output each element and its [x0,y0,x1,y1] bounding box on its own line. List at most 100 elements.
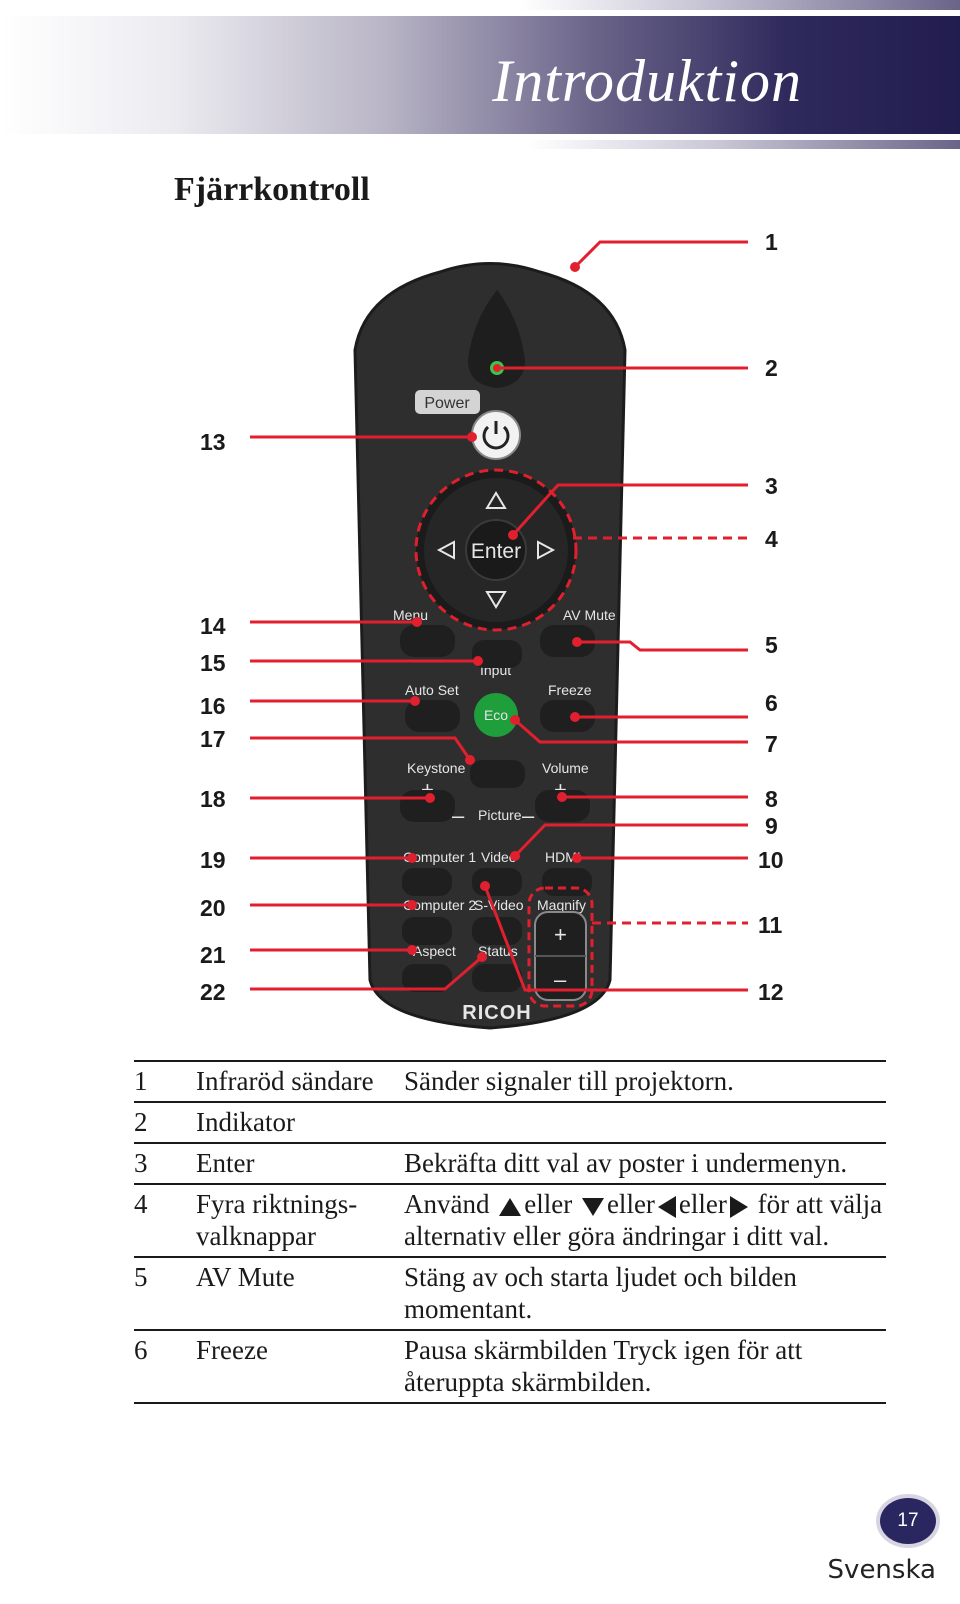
row-name: AV Mute [196,1262,295,1292]
row-desc: Sänder signaler till projektorn. [404,1066,734,1096]
callout-1: 1 [765,229,778,255]
auto-set-button [405,700,460,732]
menu-button [400,625,455,657]
video-label: Video [481,849,517,865]
left-triangle-icon [657,1195,676,1218]
computer1-button [402,868,452,896]
up-arrow-icon [485,491,507,509]
callout-20: 20 [200,895,226,921]
callout-9: 9 [765,813,778,839]
row-name: Enter [196,1148,255,1178]
computer1-label: Computer 1 [403,849,476,865]
callout-8: 8 [765,786,778,812]
callout-3: 3 [765,473,778,499]
volume-minus-icon: – [522,803,535,828]
callout-17: 17 [200,726,226,752]
desc-part: eller [606,1189,655,1219]
magnify-minus-icon: – [554,967,567,992]
table-row: 1 Infraröd sändare Sänder signaler till … [134,1061,886,1102]
enter-label: Enter [471,540,521,563]
brand-logo: RICOH [462,1002,531,1024]
status-button [472,964,522,992]
callout-5: 5 [765,632,778,658]
row-number: 6 [134,1335,148,1365]
callout-lines [250,240,748,992]
row-name: Infraröd sändare [196,1066,374,1096]
auto-set-label: Auto Set [405,682,459,698]
row-name: Indikator [196,1107,295,1137]
video-button [472,868,522,896]
callout-11: 11 [758,912,783,938]
keystone-top-button [470,760,525,788]
hdmi-button [542,868,592,896]
hdmi-label: HDMI [545,849,581,865]
table-row: 6 Freeze Pausa skärmbilden Tryck igen fö… [134,1330,886,1403]
eco-label: Eco [484,707,508,723]
up-triangle-icon [499,1197,522,1216]
right-arrow-icon [537,540,556,560]
callout-16: 16 [200,693,226,719]
freeze-button [540,700,595,732]
callout-10: 10 [758,847,784,873]
magnify-label: Magnify [537,897,586,913]
av-mute-button [540,625,595,657]
table-row: 3 Enter Bekräfta ditt val av poster i un… [134,1143,886,1184]
power-label-plate [415,390,480,414]
button-description-table: 1 Infraröd sändare Sänder signaler till … [134,1060,886,1404]
callout-18: 18 [200,786,226,812]
desc-part: Använd [404,1189,490,1219]
callout-14: 14 [200,613,226,639]
keystone-label: Keystone [407,760,466,776]
table-row: 2 Indikator [134,1102,886,1143]
s-video-label: S-Video [474,897,524,913]
callout-19: 19 [200,847,226,873]
keystone-minus-icon: – [452,803,465,828]
row-desc: Stäng av och starta ljudet och bilden mo… [404,1262,797,1324]
ir-window [468,290,525,388]
row-desc [404,1102,886,1143]
aspect-label: Aspect [413,943,456,959]
row-name: Fyra riktnings- valknappar [196,1189,358,1251]
row-number: 2 [134,1107,148,1137]
down-triangle-icon [581,1197,604,1216]
down-arrow-icon [485,591,507,609]
volume-label: Volume [542,760,589,776]
row-desc: Bekräfta ditt val av poster i undermenyn… [404,1148,848,1178]
callout-7: 7 [765,731,778,757]
header-band [0,16,960,134]
aspect-button [402,964,452,992]
power-label: Power [424,395,470,412]
callout-4: 4 [765,526,778,552]
magnify-plus-icon: + [554,922,567,947]
freeze-label: Freeze [548,682,592,698]
table-row: 5 AV Mute Stäng av och starta ljudet och… [134,1257,886,1330]
row-number: 3 [134,1148,148,1178]
page-number: 17 [880,1498,936,1544]
row-number: 1 [134,1066,148,1096]
right-triangle-icon [729,1195,748,1218]
picture-label: Picture [478,807,522,823]
callout-dots [407,262,582,962]
callout-2: 2 [765,355,778,381]
callout-15: 15 [200,650,226,676]
header-top-line [520,0,960,10]
callout-12: 12 [758,979,784,1005]
page-title: Introduktion [492,48,802,114]
callout-13: 13 [200,429,226,455]
header-bottom-line [0,140,960,149]
section-title: Fjärrkontroll [174,171,370,208]
desc-part: eller [678,1189,727,1219]
computer2-label: Computer 2 [403,897,476,913]
row-number: 4 [134,1189,148,1219]
power-button [471,410,521,460]
callout-22: 22 [200,979,226,1005]
s-video-button [472,917,522,945]
callout-21: 21 [200,942,226,968]
magnify-ring [527,886,594,1008]
desc-part: eller [524,1189,573,1219]
left-arrow-icon [436,540,455,560]
computer2-button [402,917,452,945]
page-language: Svenska [827,1555,936,1585]
eco-button [474,693,518,737]
